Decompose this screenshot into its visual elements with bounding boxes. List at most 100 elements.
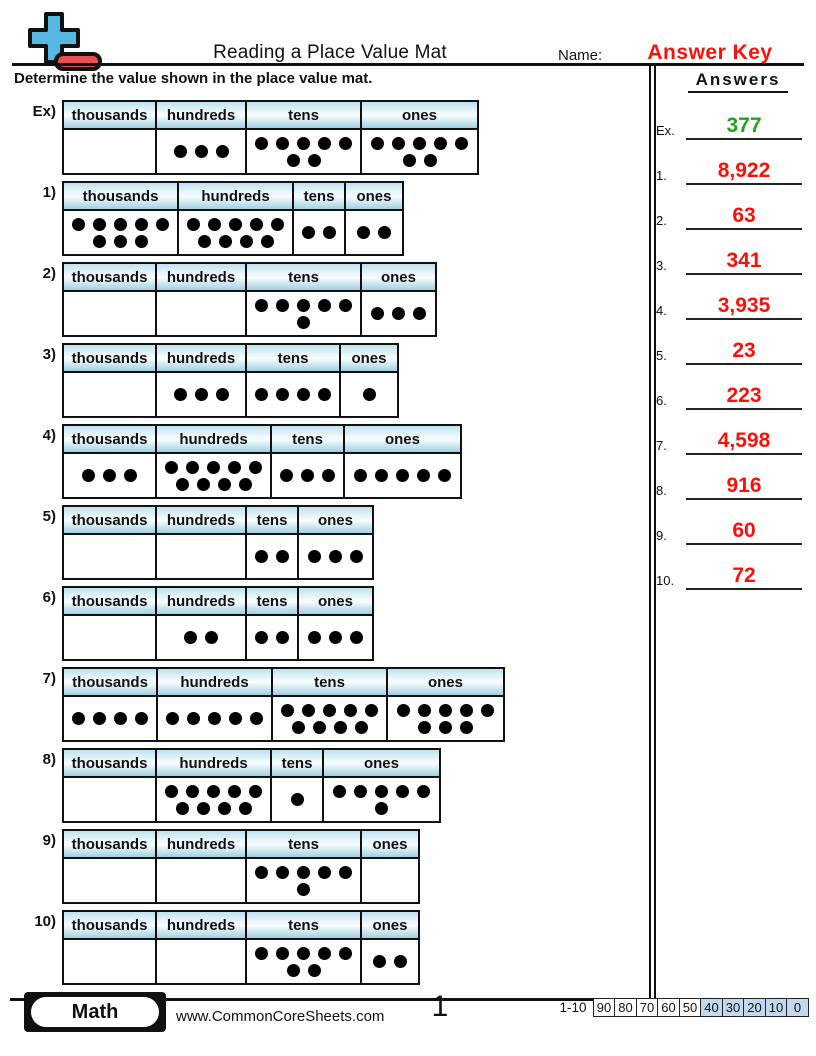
answer-item: Ex.377	[656, 106, 802, 140]
counter-dot	[392, 136, 405, 150]
counter-dot	[196, 477, 210, 491]
answer-item: 3.341	[656, 241, 802, 275]
answer-item: 1.8,922	[656, 151, 802, 185]
counter-dot	[173, 388, 187, 401]
mat-header-cell-hundreds: hundreds	[157, 912, 247, 938]
mat-header-cell-hundreds: hundreds	[157, 588, 247, 614]
mat-value-cell-ones	[346, 211, 402, 254]
counter-dot	[255, 298, 268, 312]
counter-dot	[333, 720, 347, 734]
counter-dot	[397, 703, 410, 717]
counter-dot	[186, 460, 199, 474]
mat-value-cell-tens	[272, 778, 324, 821]
answer-value: 916	[686, 474, 802, 500]
answer-item: 6.223	[656, 376, 802, 410]
mat-value-cell-hundreds	[157, 292, 247, 335]
counter-dot	[114, 217, 127, 231]
answer-item: 4. 3,935	[656, 286, 802, 320]
counter-dot	[280, 469, 293, 482]
counter-dot	[229, 712, 242, 725]
instruction-text: Determine the value shown in the place v…	[14, 70, 373, 87]
answer-number: 9.	[656, 528, 667, 543]
mat-value-cell-thousands	[64, 454, 157, 497]
counter-dot	[297, 946, 310, 960]
counter-dot	[455, 136, 468, 150]
counter-dot	[302, 226, 315, 239]
mat-value-cell-tens	[247, 373, 341, 416]
answer-item: 5.23	[656, 331, 802, 365]
counter-dot	[255, 946, 268, 960]
score-cell: 60	[657, 998, 680, 1017]
mat-value-cell-hundreds	[157, 778, 272, 821]
mat-value-cell-thousands	[64, 211, 179, 254]
counter-dot	[281, 703, 294, 717]
answer-value: 60	[686, 519, 802, 545]
problem-number: 6)	[42, 589, 56, 606]
answer-number: 4.	[656, 303, 667, 318]
mat-header-cell-hundreds: hundreds	[158, 669, 273, 695]
counter-dot	[228, 784, 241, 798]
counter-dot	[418, 720, 431, 734]
mat-value-cell-hundreds	[158, 697, 273, 740]
mat-header-cell-tens: tens	[247, 831, 362, 857]
counter-dot	[286, 153, 300, 167]
counter-dot	[276, 550, 289, 563]
mat-value-cell-tens	[247, 292, 362, 335]
score-cell: 80	[614, 998, 637, 1017]
counter-dot	[249, 784, 262, 798]
problem-number: 5)	[42, 508, 56, 525]
mat-header-cell-thousands: thousands	[64, 345, 157, 371]
problem-number: 8)	[42, 751, 56, 768]
mat-header-cell-thousands: thousands	[64, 750, 157, 776]
mat-header-cell-tens: tens	[247, 912, 362, 938]
problem-number: Ex)	[32, 103, 56, 120]
counter-dot	[255, 865, 268, 879]
counter-dot	[184, 631, 197, 644]
mat-header-cell-tens: tens	[247, 102, 362, 128]
problem-number: 3)	[42, 346, 56, 363]
counter-dot	[354, 469, 367, 482]
website-link[interactable]: www.CommonCoreSheets.com	[176, 1008, 385, 1025]
subject-label: Math	[31, 997, 159, 1027]
answer-value: 63	[686, 204, 802, 230]
counter-dot	[276, 388, 289, 401]
counter-dot	[396, 784, 409, 798]
counter-dot	[208, 712, 221, 725]
counter-dot	[307, 963, 321, 977]
counter-dot	[93, 217, 106, 231]
mat-value-cell-ones	[345, 454, 460, 497]
answer-value: 3,935	[686, 294, 802, 320]
counter-dot	[375, 801, 388, 815]
mat-header-cell-thousands: thousands	[64, 426, 157, 452]
counter-dot	[238, 477, 252, 491]
counter-dot	[438, 469, 451, 482]
counter-dot	[205, 631, 218, 644]
counter-dot	[72, 217, 85, 231]
counter-dot	[481, 703, 494, 717]
counter-dot	[194, 388, 208, 401]
counter-dot	[329, 550, 342, 563]
mat-header-cell-hundreds: hundreds	[179, 183, 294, 209]
mat-header-cell-thousands: thousands	[64, 912, 157, 938]
mat-header-cell-ones: ones	[388, 669, 503, 695]
counter-dot	[297, 388, 310, 401]
counter-dot	[271, 217, 284, 231]
counter-dot	[238, 801, 252, 815]
mat-header-cell-ones: ones	[341, 345, 397, 371]
counter-dot	[175, 477, 189, 491]
score-cell: 50	[678, 998, 702, 1017]
mat-header-cell-ones: ones	[362, 831, 418, 857]
mat-value-cell-thousands	[64, 373, 157, 416]
mat-value-cell-tens	[294, 211, 346, 254]
mat-value-cell-thousands	[64, 130, 157, 173]
answer-value: 341	[686, 249, 802, 275]
counter-dot	[402, 153, 416, 167]
mat-value-cell-tens	[247, 535, 299, 578]
counter-dot	[460, 720, 473, 734]
answers-divider	[649, 66, 656, 998]
counter-dot	[255, 136, 268, 150]
